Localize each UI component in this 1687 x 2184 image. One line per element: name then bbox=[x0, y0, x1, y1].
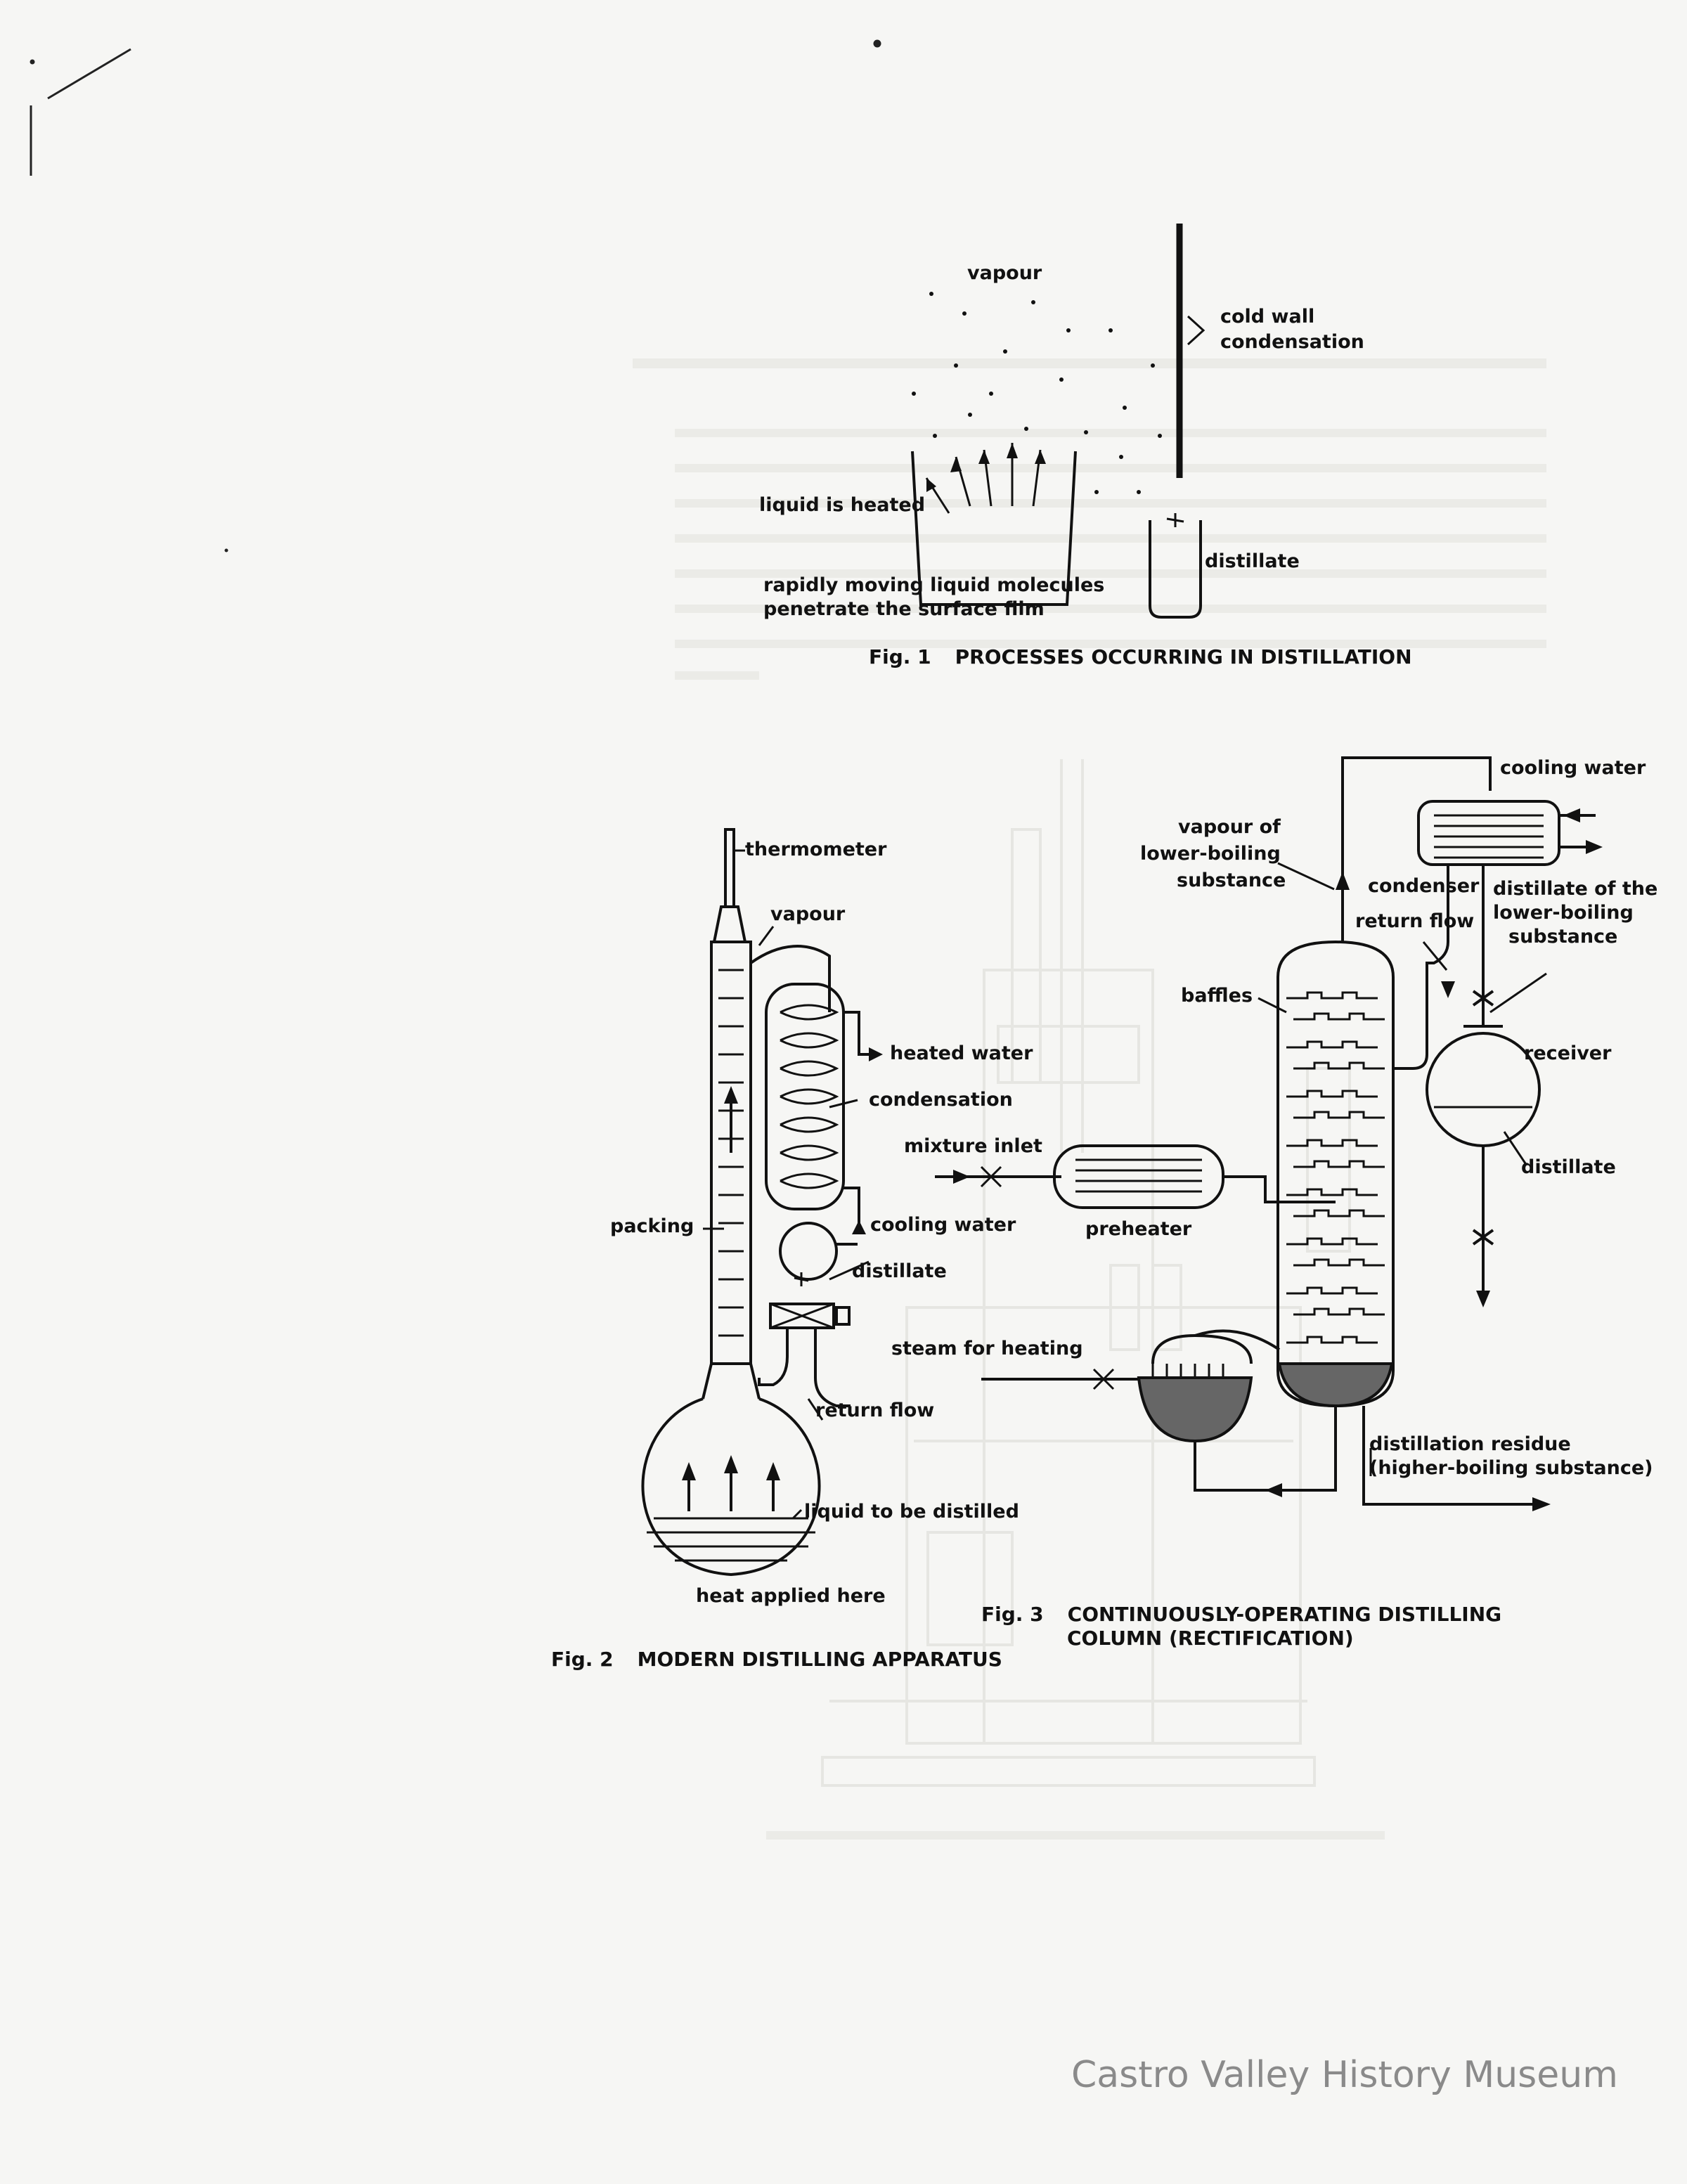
fig3-diagram bbox=[935, 756, 1603, 1511]
fig3-label-baffles: baffles bbox=[1181, 985, 1253, 1007]
preheater bbox=[1053, 1144, 1224, 1209]
fig3-caption-line2: COLUMN (RECTIFICATION) bbox=[1067, 1627, 1354, 1650]
reboiler bbox=[1137, 1376, 1253, 1443]
vapour-dots bbox=[912, 292, 1162, 494]
packed-column bbox=[710, 941, 752, 1365]
fig2-label-packing: packing bbox=[610, 1215, 694, 1237]
fig3-label-dist-lower-3: substance bbox=[1508, 926, 1618, 948]
fig3-label-return-flow: return flow bbox=[1355, 910, 1475, 932]
distillate-bulb bbox=[779, 1222, 838, 1281]
rectification-column bbox=[1276, 940, 1395, 1408]
fig2-label-distillate: distillate bbox=[852, 1260, 947, 1282]
baffles bbox=[1286, 991, 1385, 1344]
fig1-label-distillate: distillate bbox=[1205, 550, 1300, 572]
fig3-label-residue-2: (higher-boiling substance) bbox=[1369, 1457, 1653, 1479]
fig1-caption-num: Fig. 1 bbox=[869, 645, 931, 668]
fig3-label-receiver: receiver bbox=[1524, 1042, 1612, 1064]
fig3-label-distillate: distillate bbox=[1521, 1156, 1616, 1178]
fig2-label-cooling-water: cooling water bbox=[870, 1214, 1016, 1236]
fig3-label-condenser: condenser bbox=[1368, 875, 1480, 897]
fig3-label-vapour-3: substance bbox=[1177, 870, 1286, 891]
museum-watermark: Castro Valley History Museum bbox=[1071, 2054, 1618, 2096]
fig2-label-thermometer: thermometer bbox=[745, 839, 887, 860]
fig3-caption-line2-wrap: COLUMN (RECTIFICATION) bbox=[1067, 1627, 1354, 1650]
fig2-label-return-flow: return flow bbox=[815, 1400, 935, 1421]
fig1-label-cold-wall: cold wall bbox=[1220, 306, 1315, 328]
fig3-caption-line1: CONTINUOUSLY-OPERATING DISTILLING bbox=[1067, 1603, 1502, 1626]
fig2-diagram bbox=[641, 828, 883, 1577]
scan-specks bbox=[30, 39, 881, 553]
fig2-label-heat: heat applied here bbox=[696, 1585, 886, 1607]
fig3-label-residue-1: distillation residue bbox=[1369, 1433, 1571, 1455]
coil-condenser bbox=[765, 983, 845, 1210]
receiver-flask bbox=[1426, 1032, 1541, 1147]
fig3-label-cooling-water: cooling water bbox=[1500, 757, 1646, 779]
fig3-caption-num: Fig. 3 bbox=[981, 1603, 1044, 1626]
fig1-label-rapid-1: rapidly moving liquid molecules bbox=[763, 574, 1105, 596]
fig1-label-liquid-heated: liquid is heated bbox=[759, 494, 926, 516]
fig1-caption-title: PROCESSES OCCURRING IN DISTILLATION bbox=[955, 645, 1412, 668]
fig1-caption: Fig. 1 PROCESSES OCCURRING IN DISTILLATIO… bbox=[869, 645, 1412, 669]
fig3-label-vapour-1: vapour of bbox=[1178, 816, 1281, 838]
fig3-label-vapour-2: lower-boiling bbox=[1140, 843, 1281, 865]
fig3-label-dist-lower-2: lower-boiling bbox=[1493, 902, 1634, 924]
fig1-label-cold-wall-condensation: condensation bbox=[1220, 331, 1364, 353]
fig2-label-condensation: condensation bbox=[869, 1089, 1013, 1111]
fig2-caption-title: MODERN DISTILLING APPARATUS bbox=[637, 1648, 1002, 1671]
fig3-label-steam: steam for heating bbox=[891, 1338, 1083, 1359]
fig2-label-liquid: liquid to be distilled bbox=[804, 1501, 1019, 1523]
fig1-beaker bbox=[911, 451, 1077, 606]
fig3-caption: Fig. 3 CONTINUOUSLY-OPERATING DISTILLING bbox=[981, 1603, 1501, 1627]
fig2-label-heated-water: heated water bbox=[890, 1042, 1033, 1064]
fig1-receiver-tube bbox=[1149, 520, 1202, 619]
fig2-caption-num: Fig. 2 bbox=[551, 1648, 614, 1671]
bleed-through-ghost bbox=[633, 358, 1546, 1840]
boiling-flask bbox=[641, 1397, 821, 1577]
fig3-label-dist-lower-1: distillate of the bbox=[1493, 878, 1658, 900]
fig3-label-preheater: preheater bbox=[1085, 1218, 1192, 1240]
stopcock bbox=[769, 1303, 835, 1329]
fig1-diagram bbox=[911, 224, 1206, 619]
fig2-label-vapour: vapour bbox=[770, 903, 846, 925]
fig2-caption: Fig. 2 MODERN DISTILLING APPARATUS bbox=[551, 1648, 1002, 1672]
fig3-condenser bbox=[1417, 800, 1560, 866]
fig1-label-vapour: vapour bbox=[967, 262, 1042, 284]
fig1-label-rapid-2: penetrate the surface film bbox=[763, 598, 1045, 620]
fig3-label-mixture-inlet: mixture inlet bbox=[904, 1135, 1042, 1157]
thermometer-stem bbox=[724, 828, 735, 908]
